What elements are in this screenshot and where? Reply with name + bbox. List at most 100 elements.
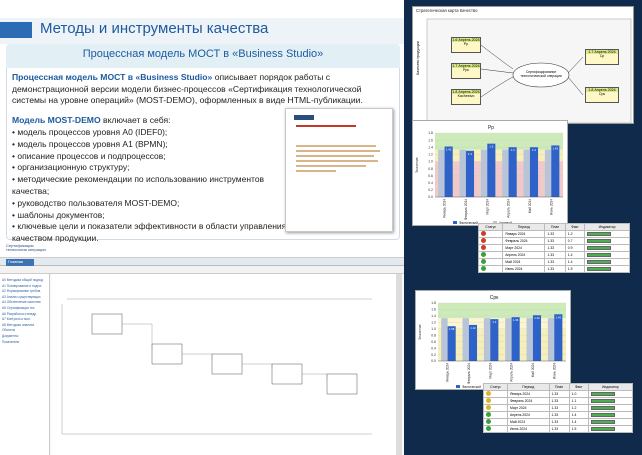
table-cell: 1.33 — [548, 390, 570, 398]
data-label: 1.4 — [532, 148, 536, 152]
nav-item[interactable]: A3 Анализ существующих — [2, 294, 41, 299]
table-cell: 1.33 — [544, 230, 566, 238]
table-cell: Февраль 2024 — [506, 397, 550, 405]
indicator-bar — [587, 266, 612, 271]
column-header: Факт — [564, 223, 586, 231]
list-item: руководство пользователя MOST-DEMO; — [12, 198, 287, 210]
indicator-cell — [587, 404, 634, 412]
strategy-center-node — [512, 62, 570, 88]
table-cell: 1.33 — [548, 404, 570, 412]
indicator-cell — [587, 425, 634, 433]
nav-item[interactable]: A4 Обеспечение качества — [2, 300, 41, 305]
nav-item[interactable]: A5 Сертификация тех. — [2, 305, 36, 310]
y-tick-label: 0.2 — [428, 188, 433, 192]
process-diagram-canvas[interactable] — [52, 274, 402, 455]
process-box[interactable] — [91, 313, 123, 335]
doc-text-line — [296, 150, 380, 152]
strategy-side-label-box: Качество продукции — [416, 23, 424, 123]
indicator-bar — [590, 412, 615, 417]
process-box[interactable] — [271, 363, 303, 385]
data-label: 1.36 — [513, 318, 519, 322]
data-label: 1.42 — [446, 148, 452, 152]
nav-item[interactable]: A8 Методики анализа — [2, 322, 35, 327]
y-tick-label: 0.0 — [431, 359, 436, 363]
status-cell — [477, 230, 504, 238]
strategy-node[interactable]: 1.8 Апрель 2024 Срк — [585, 87, 619, 103]
data-label: 1.5 — [489, 145, 493, 149]
doc-text-line — [296, 155, 374, 157]
status-cell — [477, 265, 504, 273]
actual-bar — [490, 319, 499, 361]
nav-item[interactable]: A6 Разработка и внедр. — [2, 311, 37, 316]
table-cell: 1.33 — [544, 265, 566, 273]
list-item: модель процессов уровня А1 (BPMN); — [12, 139, 287, 151]
table-cell: 1.33 — [544, 244, 566, 252]
legend-label: Фактический — [462, 385, 481, 389]
app-toolbar — [0, 266, 404, 274]
nav-item[interactable]: A0 Методика общий подход — [2, 278, 44, 282]
strategy-map-title: Стратегическая карта Качество — [416, 8, 478, 13]
data-label: 1.3 — [492, 320, 496, 324]
actual-bar — [551, 145, 560, 197]
status-cell — [483, 404, 508, 412]
y-tick-label: 1.6 — [428, 138, 433, 142]
strategy-node[interactable]: 1.8 Апрель 2024 Kachestvo — [451, 89, 481, 105]
tab-home[interactable]: Главная — [6, 259, 34, 266]
indicator-bar — [590, 426, 615, 431]
nav-item[interactable]: A2 Формирование требов. — [2, 289, 42, 294]
process-box[interactable] — [326, 373, 358, 395]
model-contents-list: модель процессов уровня А0 (IDEF0); моде… — [12, 127, 287, 245]
strategy-node[interactable]: 1.6 Апрель 2024 Рр — [451, 37, 481, 53]
indicator-bar — [590, 391, 615, 396]
actual-bar — [444, 146, 453, 197]
table-cell: Май 2024 — [506, 418, 550, 426]
table-cell: 1.4 — [568, 411, 589, 419]
column-header: Факт — [568, 383, 589, 391]
status-dot-icon — [486, 412, 491, 417]
table-cell: Март 2024 — [506, 404, 550, 412]
chart-svg: Срк0.00.20.40.60.81.01.21.41.61.8Значени… — [418, 295, 566, 389]
column-header: План — [544, 223, 566, 231]
status-cell — [477, 251, 504, 259]
legend-label: Фактический — [459, 221, 478, 225]
scrollbar[interactable] — [396, 274, 402, 455]
nav-item[interactable]: A7 Контроль и мон. — [2, 317, 31, 322]
column-header: Период — [506, 383, 550, 391]
status-cell — [477, 244, 504, 252]
y-tick-label: 1.2 — [428, 153, 433, 157]
actual-bar — [554, 314, 563, 361]
process-diagram — [61, 298, 372, 435]
y-tick-label: 0.8 — [428, 167, 433, 171]
nav-item[interactable]: Показатели — [2, 339, 20, 344]
nav-item[interactable]: A1 Планирование и подгот. — [2, 283, 43, 288]
strategy-node[interactable]: 1.7 Апрель 2024 Ср — [585, 49, 619, 65]
chart-svg: Рр0.00.20.40.60.81.01.21.41.61.8Значение… — [415, 125, 563, 225]
actual-bar — [532, 315, 542, 361]
table-cell: Июнь 2024 — [506, 425, 550, 433]
legend-swatch — [456, 385, 460, 388]
y-axis-label: Значение — [418, 324, 422, 340]
process-box[interactable] — [211, 353, 243, 375]
process-box[interactable] — [151, 343, 183, 365]
nav-item[interactable]: Документы — [2, 333, 19, 338]
actual-bar — [465, 150, 475, 197]
chart-band — [438, 318, 566, 329]
strategy-node[interactable]: 1.7 Апрель 2024 Ррк — [451, 63, 481, 79]
nav-item[interactable]: Объекты — [2, 328, 16, 333]
chart-band — [435, 133, 563, 150]
